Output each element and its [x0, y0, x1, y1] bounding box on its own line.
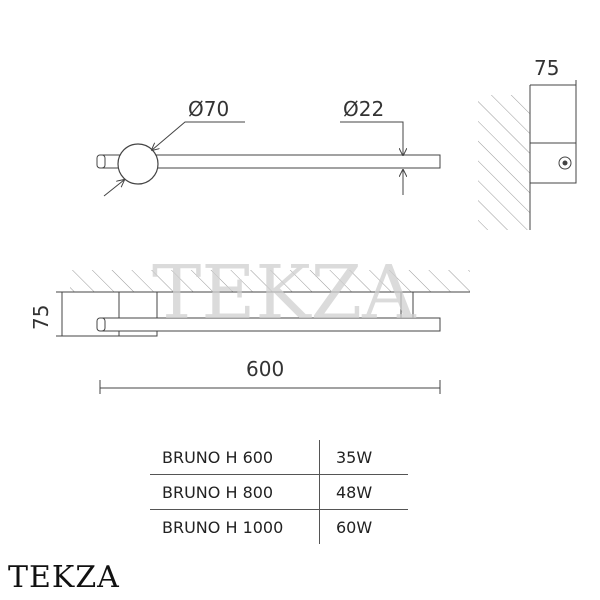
- power-cell: 60W: [319, 509, 408, 544]
- tube-end-cap-front: [96, 317, 106, 332]
- front-height-label: 75: [29, 305, 53, 330]
- brand-logo: TEKZA: [8, 560, 120, 595]
- tube-diameter-leader: [340, 121, 403, 155]
- side-view: 75: [478, 56, 577, 230]
- model-cell: BRUNO H 800: [150, 474, 320, 510]
- bracket-diameter-label: Ø70: [188, 97, 229, 121]
- bar-right-bend: [400, 292, 414, 319]
- table-row: BRUNO H 800 48W: [150, 474, 408, 510]
- power-cell: 35W: [319, 440, 408, 475]
- wall-hatch-front: [70, 270, 470, 292]
- side-depth-label: 75: [534, 56, 559, 80]
- model-cell: BRUNO H 600: [162, 447, 274, 467]
- table-row: BRUNO H 600 35W: [150, 440, 408, 475]
- wall-bracket-circle: [117, 143, 159, 185]
- spec-table: BRUNO H 600 35W BRUNO H 800 48W BRUNO H …: [150, 440, 408, 544]
- table-row: BRUNO H 1000 60W: [150, 509, 408, 544]
- tube-end-cap: [96, 154, 106, 169]
- length-label: 600: [246, 357, 284, 381]
- tube-diameter-label: Ø22: [343, 97, 384, 121]
- front-view: 75 600: [29, 270, 470, 394]
- wall-hatch-side: [478, 95, 530, 230]
- power-cell: 48W: [319, 474, 408, 510]
- bracket-diameter-leader: [152, 121, 245, 150]
- watermark: TEKZA: [152, 250, 417, 336]
- model-cell: BRUNO H 1000: [150, 509, 320, 544]
- top-view: Ø70 Ø22: [96, 97, 441, 197]
- bracket-screw-inner: [562, 160, 568, 166]
- bracket-diameter-leader-lower: [103, 180, 124, 197]
